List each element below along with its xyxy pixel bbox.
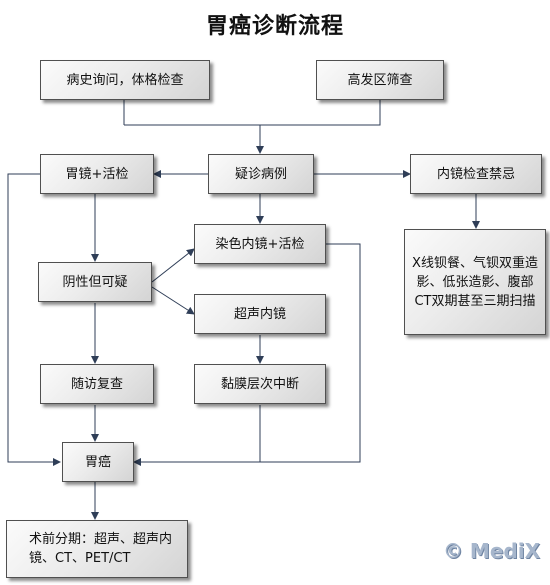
connector-screening-to-merge	[124, 100, 381, 126]
connector-gastroscopy-to-cancer	[7, 173, 61, 466]
node-high-risk-screening: 高发区筛查	[316, 60, 444, 100]
node-history-exam: 病史询问，体格检查	[40, 60, 210, 100]
node-mucosa-layer-break: 黏膜层次中断	[194, 364, 326, 404]
medix-watermark: © MediX	[442, 539, 540, 563]
connector-negative-to-chromo	[151, 248, 195, 283]
node-endoscopy-contraindicated: 内镜检查禁忌	[410, 154, 542, 194]
diagram-title: 胃癌诊断流程	[205, 13, 344, 39]
connector-chromo-to-cancer	[133, 243, 361, 466]
node-endoscopic-ultrasound: 超声内镜	[194, 294, 326, 334]
node-gastric-cancer: 胃癌	[62, 442, 134, 482]
node-preop-staging: 术前分期：超声、超声内镜、CT、PET/CT	[6, 520, 188, 578]
node-gastroscopy-biopsy: 胃镜+活检	[40, 154, 154, 194]
node-follow-up-recheck: 随访复查	[40, 364, 154, 404]
node-chromo-endoscopy-biopsy: 染色内镜+活检	[194, 224, 326, 264]
node-xray-ct: X线钡餐、气钡双重造影、低张造影、腹部CT双期甚至三期扫描	[404, 229, 546, 335]
node-suspected-case: 疑诊病例	[208, 154, 314, 194]
connector-negative-to-eus	[151, 286, 195, 315]
node-negative-but-suspicious: 阴性但可疑	[38, 262, 152, 302]
